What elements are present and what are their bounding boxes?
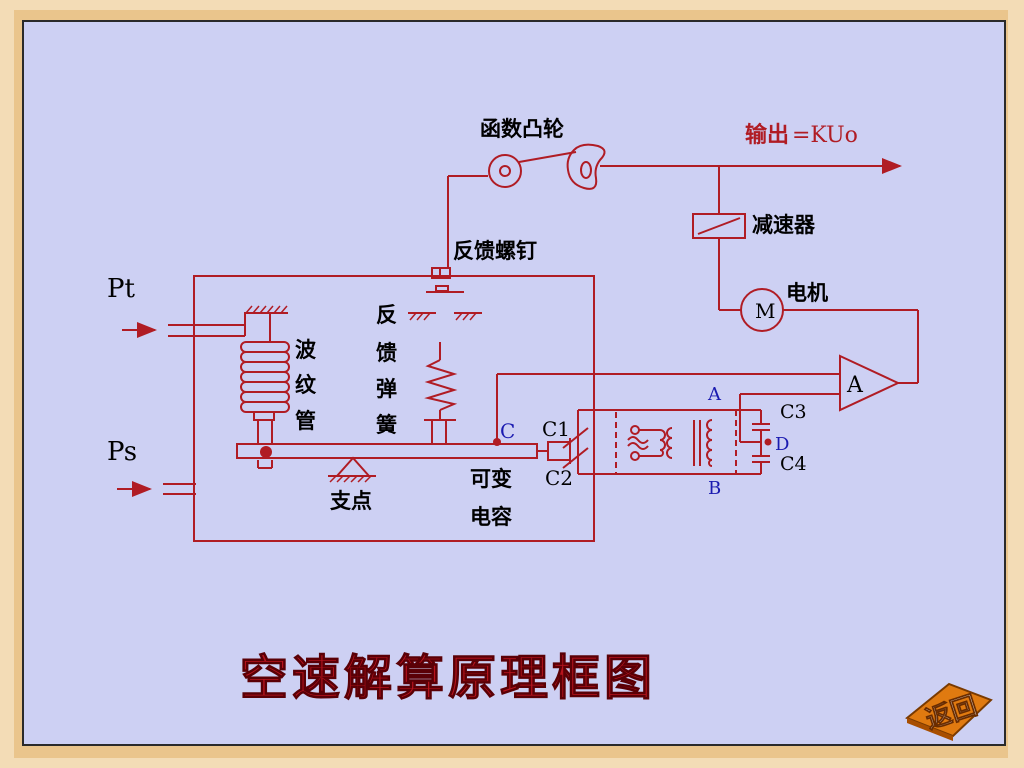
return-button-shape: 返回 xyxy=(905,682,993,741)
label-node-b: B xyxy=(708,478,721,499)
motor-symbol: M xyxy=(755,299,775,323)
variable-capacitor xyxy=(537,409,761,475)
label-c1: C1 xyxy=(542,417,570,441)
pivot-symbol xyxy=(328,456,376,483)
lever-beam xyxy=(236,443,538,459)
label-c2: C2 xyxy=(545,466,573,490)
label-node-a: A xyxy=(707,384,722,405)
label-reducer: 减速器 xyxy=(752,213,816,237)
transformer-box xyxy=(615,409,737,475)
label-ps: Ps xyxy=(107,437,137,467)
feedback-spring xyxy=(424,342,458,444)
slide-canvas xyxy=(22,20,1006,746)
bellows xyxy=(240,341,290,469)
label-pivot: 支点 xyxy=(330,489,372,513)
label-cam: 函数凸轮 xyxy=(480,117,564,141)
label-output-suffix: =KUo xyxy=(792,123,858,148)
label-bellows-2: 纹 xyxy=(295,373,317,397)
cam-follower xyxy=(488,154,522,188)
label-var-cap-1: 可变 xyxy=(470,467,512,491)
return-button[interactable]: 返回 xyxy=(903,678,995,742)
label-output-prefix: 输出 xyxy=(745,122,789,148)
label-var-cap-2: 电容 xyxy=(470,505,512,529)
label-pt: Pt xyxy=(107,274,135,304)
node-d-dot xyxy=(764,438,772,446)
function-cam xyxy=(566,143,606,190)
amplifier xyxy=(839,354,901,412)
housing-box xyxy=(193,275,595,542)
label-bellows-3: 管 xyxy=(295,409,316,433)
slide-title: 空速解算原理框图 xyxy=(240,650,656,706)
label-spring-1: 反 xyxy=(376,303,397,327)
label-c3: C3 xyxy=(780,401,807,423)
ac-source xyxy=(627,419,713,467)
label-spring-2: 馈 xyxy=(376,341,397,365)
node-c-dot xyxy=(493,438,501,446)
label-bellows-1: 波 xyxy=(295,338,317,362)
label-node-d: D xyxy=(775,434,789,455)
label-amplifier: A xyxy=(846,373,864,398)
label-node-c: C xyxy=(500,419,515,443)
label-motor: 电机 xyxy=(786,281,828,305)
label-spring-4: 簧 xyxy=(376,413,397,437)
bellows-joint xyxy=(260,446,272,458)
label-spring-3: 弹 xyxy=(376,377,397,401)
label-feedback-screw: 反馈螺钉 xyxy=(453,239,537,263)
label-c4: C4 xyxy=(780,453,807,475)
